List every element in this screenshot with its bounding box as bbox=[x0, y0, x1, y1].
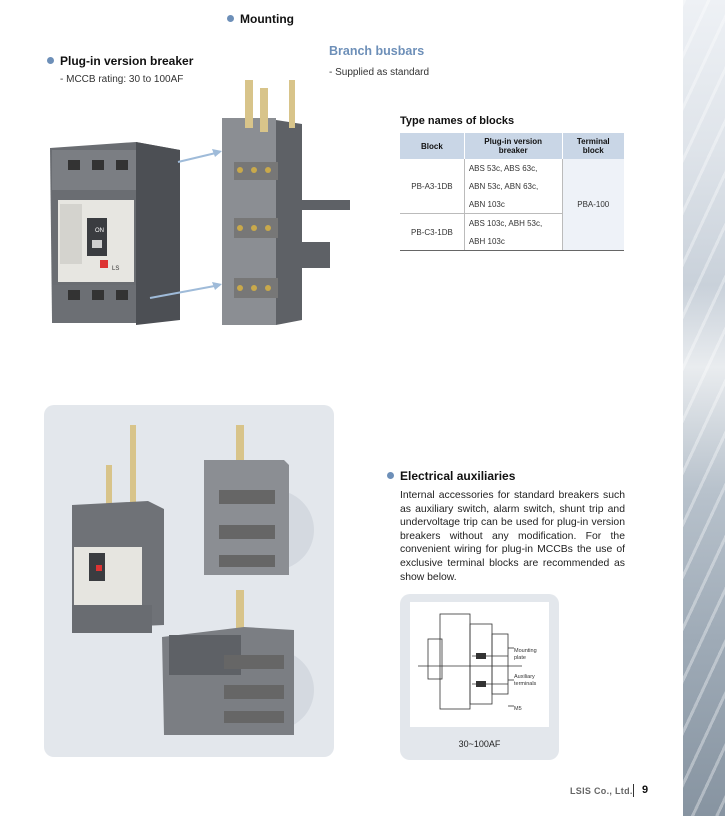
breaker-with-busbar-image bbox=[72, 425, 164, 633]
label-plate: plate bbox=[514, 655, 526, 661]
terminal-block-top-image bbox=[204, 425, 314, 575]
mounting-illustration: ON LS bbox=[50, 80, 350, 325]
types-table: Block Plug-in version breaker Terminal b… bbox=[400, 133, 624, 251]
block-cell: PB-C3-1DB bbox=[400, 213, 465, 251]
block-cell: PB-A3-1DB bbox=[400, 159, 465, 214]
accessory-illustration bbox=[72, 425, 314, 735]
plugin-rating: - MCCB rating: 30 to 100AF bbox=[60, 74, 184, 85]
breaker-cell: ABS 53c, ABS 63c, bbox=[468, 163, 538, 173]
table-row: PB-A3-1DB ABS 53c, ABS 63c, PBA-100 bbox=[400, 159, 624, 251]
table-row: PB-C3-1DB ABS 103c, ABH 53c, bbox=[400, 213, 624, 251]
electrical-title: Electrical auxiliaries bbox=[400, 469, 516, 483]
terminal-block-bottom-image bbox=[162, 590, 314, 735]
col-terminal: Terminal block bbox=[561, 133, 624, 159]
electrical-body: Internal accessories for standard breake… bbox=[400, 490, 625, 583]
plugin-breaker-image: ON LS bbox=[50, 142, 180, 325]
bullet-icon bbox=[47, 57, 54, 65]
table-row: ABN 53c, ABN 63c, bbox=[400, 177, 624, 195]
footer-divider bbox=[633, 784, 634, 797]
bullet-icon bbox=[387, 472, 394, 480]
plugin-heading: Plug-in version breaker bbox=[47, 52, 193, 70]
branch-title: Branch busbars bbox=[329, 44, 425, 58]
breaker-on-label: ON bbox=[95, 228, 104, 234]
table-header-row: Block Plug-in version breaker Terminal b… bbox=[400, 133, 624, 159]
breaker-cell: ABN 103c bbox=[464, 195, 563, 214]
col-block: Block bbox=[400, 133, 465, 159]
wiring-diagram: Mounting plate Auxiliary terminals M5 bbox=[410, 602, 549, 727]
terminal-block-image bbox=[222, 118, 350, 325]
wiring-diagram-box: Mounting plate Auxiliary terminals M5 30… bbox=[400, 594, 559, 760]
label-m5: M5 bbox=[514, 706, 522, 712]
accessory-panel bbox=[44, 405, 334, 757]
bullet-icon bbox=[227, 15, 234, 23]
diagram-caption: 30~100AF bbox=[458, 739, 501, 749]
breaker-cell: ABN 53c, ABN 63c, bbox=[468, 181, 539, 191]
types-title: Type names of blocks bbox=[400, 115, 515, 127]
branch-note: - Supplied as standard bbox=[329, 67, 430, 78]
table-row: ABH 103c bbox=[400, 232, 624, 251]
label-auxiliary: Auxiliary bbox=[514, 674, 535, 680]
page-number: 9 bbox=[642, 784, 649, 796]
footer-company: LSIS Co., Ltd. bbox=[570, 786, 633, 796]
terminal-cell: PBA-100 bbox=[561, 159, 624, 251]
col-plugin: Plug-in version breaker bbox=[463, 133, 563, 159]
arrow-icon bbox=[149, 149, 222, 299]
mounting-heading: Mounting bbox=[227, 10, 294, 28]
mounting-title: Mounting bbox=[240, 12, 294, 26]
side-decoration bbox=[683, 0, 725, 816]
table-row: ABN 103c bbox=[400, 195, 624, 214]
plugin-title: Plug-in version breaker bbox=[60, 54, 194, 68]
breaker-cell: ABS 103c, ABH 53c, bbox=[468, 218, 543, 228]
breaker-brand-label: LS bbox=[112, 266, 119, 272]
busbar-image bbox=[245, 80, 295, 132]
label-terminals: terminals bbox=[514, 681, 537, 687]
label-mounting: Mounting bbox=[514, 648, 537, 654]
electrical-heading: Electrical auxiliaries bbox=[387, 467, 515, 485]
breaker-cell: ABH 103c bbox=[464, 232, 563, 251]
